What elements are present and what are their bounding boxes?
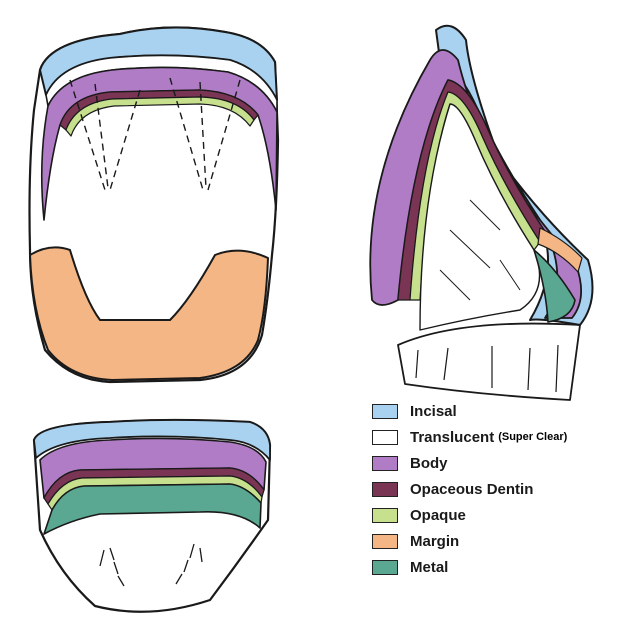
legend-label: Margin bbox=[410, 533, 459, 550]
legend-label: Translucent bbox=[410, 429, 494, 446]
lingual-view-crown bbox=[34, 420, 270, 612]
legend-swatch-opaque bbox=[372, 508, 398, 523]
legend-swatch-margin bbox=[372, 534, 398, 549]
facial-view-crown bbox=[30, 27, 279, 382]
legend-swatch-translucent bbox=[372, 430, 398, 445]
sagittal-section-view bbox=[370, 26, 592, 400]
legend-swatch-body bbox=[372, 456, 398, 471]
legend-label: Opaque bbox=[410, 507, 466, 524]
legend-label: Incisal bbox=[410, 403, 457, 420]
legend-item-incisal: Incisal bbox=[372, 398, 631, 424]
legend-item-metal: Metal bbox=[372, 554, 631, 580]
legend-label: Opaceous Dentin bbox=[410, 481, 533, 498]
sagittal-root bbox=[398, 324, 580, 400]
legend-swatch-metal bbox=[372, 560, 398, 575]
legend-item-opaceous-dentin: Opaceous Dentin bbox=[372, 476, 631, 502]
legend-item-translucent: Translucent (Super Clear) bbox=[372, 424, 631, 450]
legend-swatch-opaceous-dentin bbox=[372, 482, 398, 497]
legend-note: (Super Clear) bbox=[498, 431, 567, 443]
legend-item-margin: Margin bbox=[372, 528, 631, 554]
legend-label: Body bbox=[410, 455, 448, 472]
legend-item-opaque: Opaque bbox=[372, 502, 631, 528]
legend-label: Metal bbox=[410, 559, 448, 576]
legend-swatch-incisal bbox=[372, 404, 398, 419]
legend-item-body: Body bbox=[372, 450, 631, 476]
